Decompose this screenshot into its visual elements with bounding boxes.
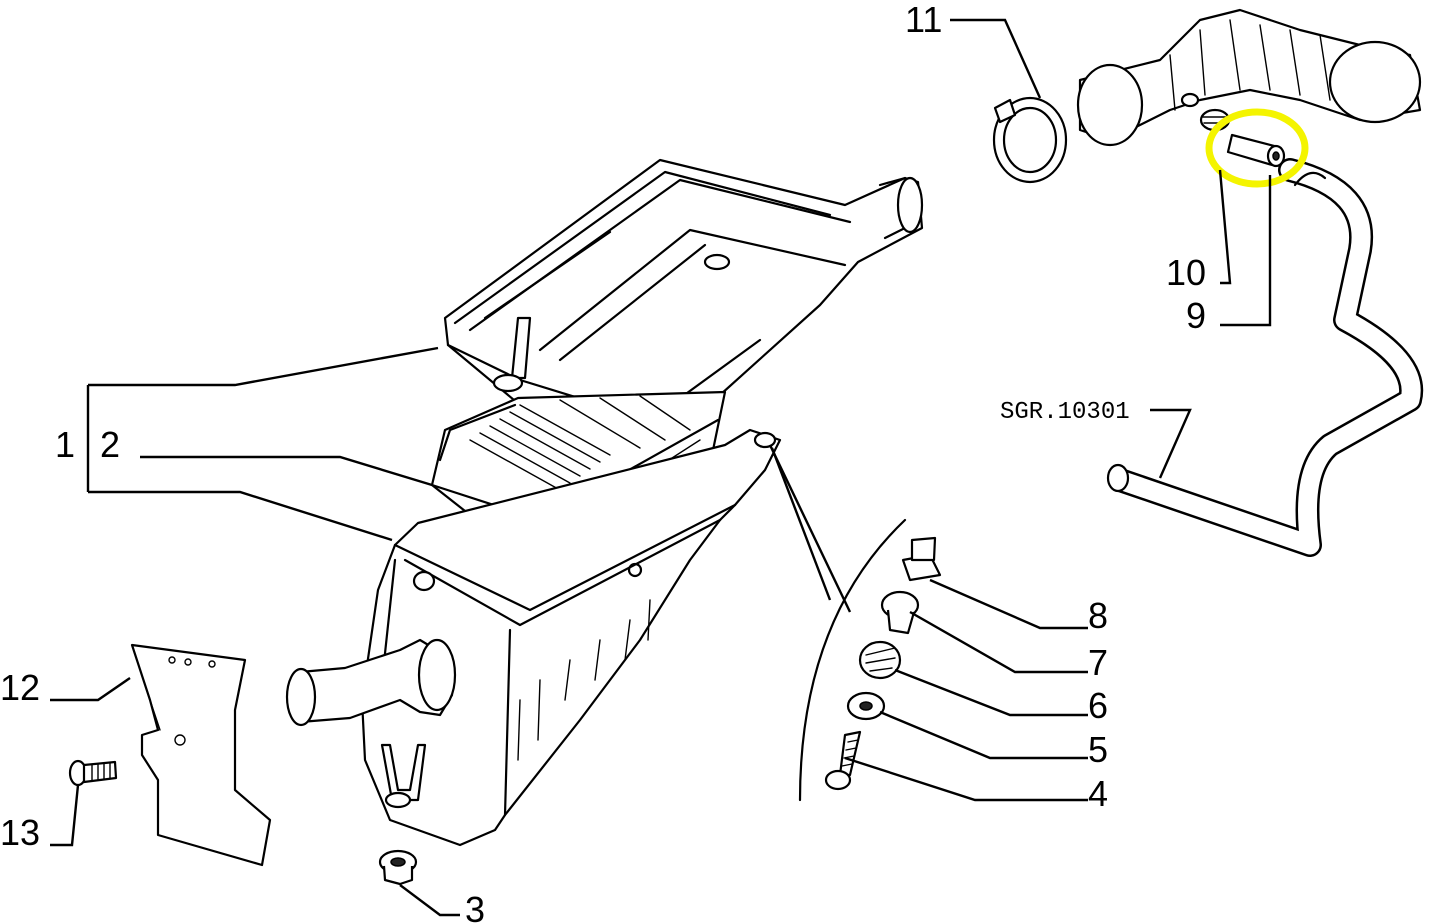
breather-hose[interactable] (1106, 158, 1424, 557)
callout-8: 8 (1088, 595, 1108, 636)
callout-13: 13 (0, 812, 40, 853)
heat-shield[interactable] (130, 643, 272, 867)
callout-6: 6 (1088, 685, 1108, 726)
callout-4: 4 (1088, 773, 1108, 814)
callout-7: 7 (1088, 642, 1108, 683)
mounting-hardware[interactable] (798, 518, 942, 802)
grommet-3[interactable] (378, 849, 418, 886)
callout-9: 9 (1186, 295, 1206, 336)
air-filter-base[interactable] (285, 428, 782, 847)
callout-1: 1 (55, 424, 75, 465)
intake-duct[interactable] (1076, 8, 1422, 147)
hose-fitting-10[interactable] (1226, 133, 1286, 168)
callout-10: 10 (1166, 252, 1206, 293)
reference-code: SGR.10301 (1000, 399, 1130, 426)
callout-5: 5 (1088, 729, 1108, 770)
hose-clamp[interactable] (992, 96, 1068, 184)
callout-12: 12 (0, 667, 40, 708)
highlight-ring (1205, 108, 1309, 188)
callout-2: 2 (100, 424, 120, 465)
leader-lines (50, 18, 1272, 917)
callout-labels: 1 2 3 4 5 6 7 8 9 10 11 12 13 SGR.10301 (0, 0, 1206, 924)
shield-screw[interactable] (68, 759, 118, 787)
callout-3: 3 (465, 889, 485, 924)
callout-11: 11 (905, 0, 942, 40)
